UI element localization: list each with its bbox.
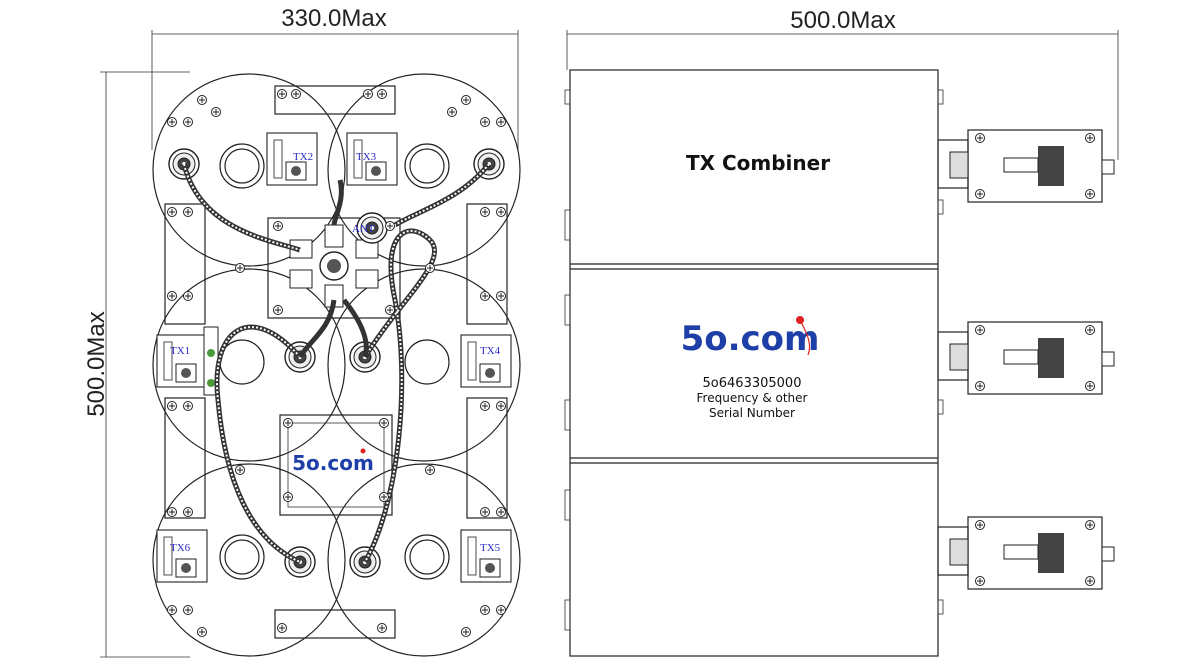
width-dimension: 330.0Max xyxy=(151,5,519,150)
port-labels: TX2 TX3 TX1 TX4 TX6 TX5 ANT xyxy=(170,151,501,554)
front-logo-text: 5o.com xyxy=(292,451,374,475)
serial-number: 5o6463305000 xyxy=(703,376,802,391)
serial-line-3: Serial Number xyxy=(709,406,795,420)
ant-label: ANT xyxy=(352,223,375,235)
front-logo: 5o.com xyxy=(292,448,374,475)
serial-line-2: Frequency & other xyxy=(697,391,808,405)
width-label: 330.0Max xyxy=(281,5,386,32)
height-label: 500.0Max xyxy=(83,311,110,416)
side-view: 500.0Max xyxy=(564,7,1119,657)
height-dimension: 500.0Max xyxy=(83,71,190,658)
enclosure xyxy=(564,69,944,657)
side-module-middle xyxy=(937,321,1115,395)
tx5-label: TX5 xyxy=(480,542,501,554)
side-module-bottom xyxy=(937,516,1115,590)
depth-dimension: 500.0Max xyxy=(566,7,1119,160)
side-module-top xyxy=(937,129,1115,203)
depth-label: 500.0Max xyxy=(790,7,895,34)
tx4-label: TX4 xyxy=(480,345,501,357)
tx2-label: TX2 xyxy=(293,151,313,163)
product-title: TX Combiner xyxy=(686,151,830,175)
tx3-label: TX3 xyxy=(356,151,377,163)
tx6-label: TX6 xyxy=(170,542,191,554)
cavity-discs xyxy=(152,73,521,657)
front-view: 330.0Max 500.0Max xyxy=(83,5,521,658)
side-logo: 5o.com xyxy=(681,316,820,359)
connectors xyxy=(168,148,505,578)
side-logo-text: 5o.com xyxy=(681,319,820,359)
tx1-label: TX1 xyxy=(170,345,190,357)
side-modules xyxy=(937,129,1115,590)
cables xyxy=(181,162,491,565)
